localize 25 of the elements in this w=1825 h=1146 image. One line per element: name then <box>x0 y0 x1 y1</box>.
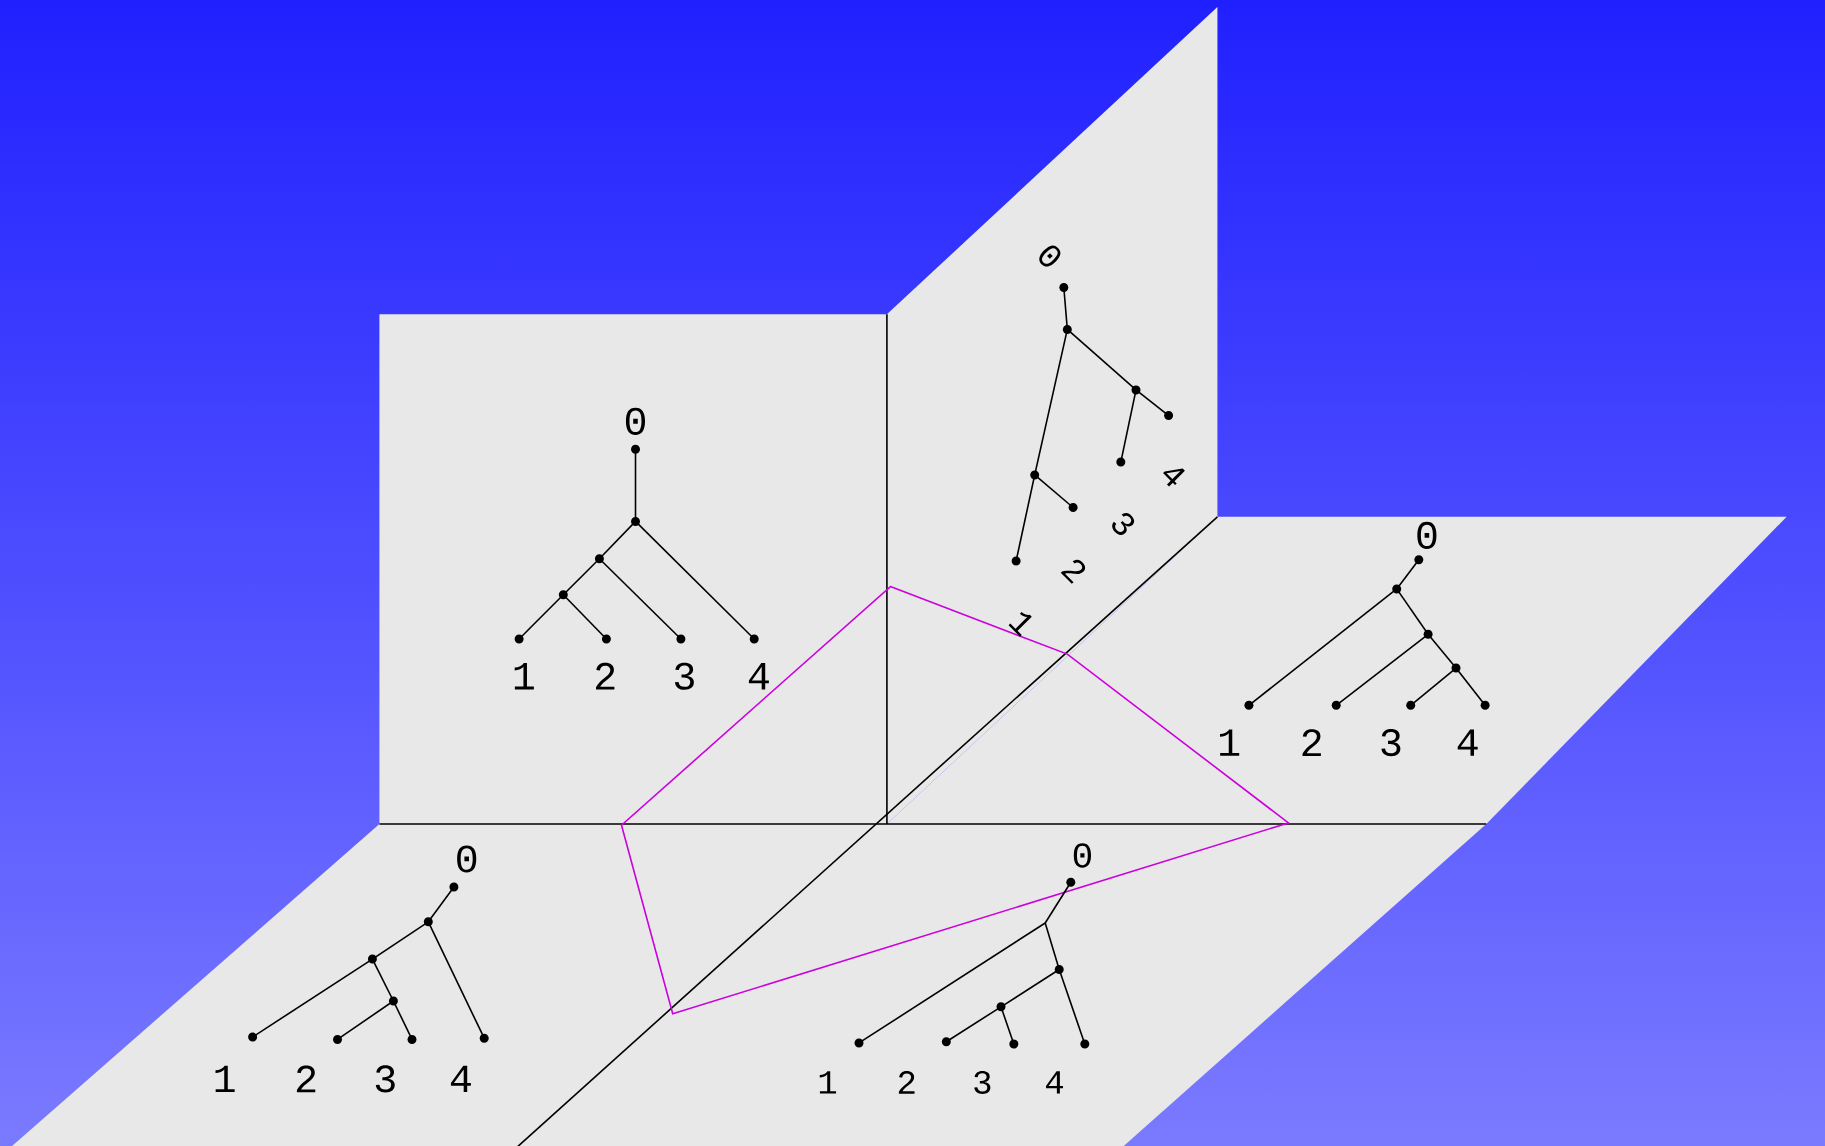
leaf-label: 1 <box>819 1071 837 1094</box>
leaf-label: 2 <box>1060 559 1086 584</box>
leaf-label: 4 <box>748 663 769 690</box>
leaf-label: 3 <box>1112 513 1135 535</box>
leaf-label: 1 <box>1008 612 1032 637</box>
leaf-label: 2 <box>898 1071 915 1094</box>
leaf-label: 1 <box>1220 729 1240 756</box>
leaf-label: 4 <box>1457 729 1478 756</box>
leaf-label: 3 <box>1381 729 1401 757</box>
leaf-label: 4 <box>1163 468 1185 487</box>
leaf-label: 4 <box>450 1065 471 1093</box>
leaf-label: 2 <box>296 1065 316 1093</box>
leaf-label: 0 <box>457 845 477 873</box>
leaf-label: 0 <box>1417 521 1437 549</box>
leaf-label: 0 <box>1039 245 1061 267</box>
leaf-label: 1 <box>514 663 534 690</box>
leaf-label: 3 <box>674 662 694 690</box>
leaf-label: 1 <box>215 1065 235 1093</box>
leaf-label: 4 <box>1046 1071 1063 1094</box>
leaf-label: 0 <box>1073 843 1091 868</box>
leaf-label: 0 <box>625 407 646 435</box>
leaf-label: 3 <box>375 1065 395 1093</box>
leaf-label: 3 <box>974 1070 991 1094</box>
leaf-label: 2 <box>1302 729 1321 756</box>
leaf-label: 2 <box>596 662 615 690</box>
